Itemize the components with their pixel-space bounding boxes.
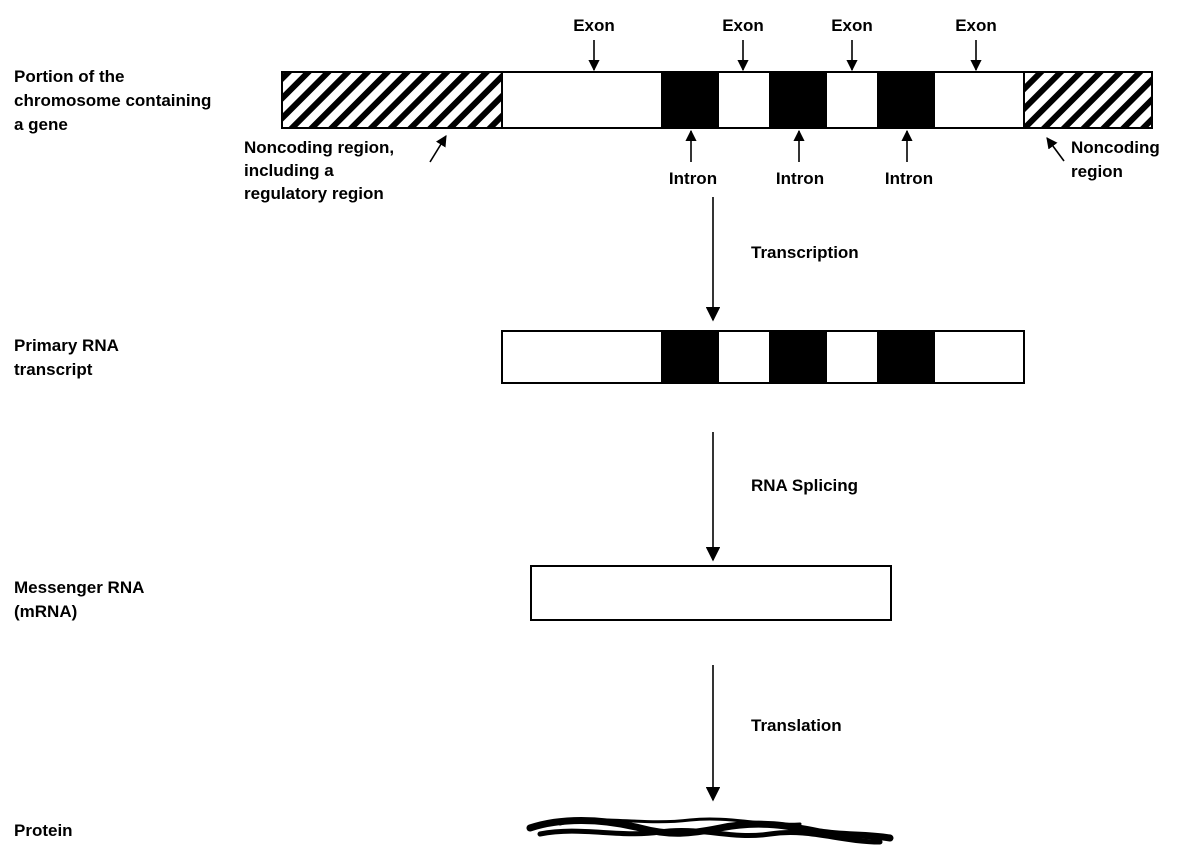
exon-label: Exon [573, 16, 615, 35]
noncoding-right-label-line: region [1071, 162, 1123, 181]
noncoding-left-label-line: including a [244, 161, 334, 180]
exon-segment [717, 330, 771, 384]
exon-segment [933, 71, 1025, 129]
intron-segment [661, 330, 719, 384]
intron-label: Intron [776, 169, 824, 188]
splicing-label: RNA Splicing [751, 476, 858, 495]
intron-segment [877, 71, 935, 129]
noncoding-region-left [281, 71, 503, 129]
chromosome-label-line: Portion of the [14, 67, 124, 86]
primary-rna-label-line: transcript [14, 360, 93, 379]
intron-segment [661, 71, 719, 129]
intron-segment [877, 330, 935, 384]
exon-segment [825, 71, 879, 129]
noncoding-right-pointer-arrow [1046, 137, 1065, 162]
exon-segment [717, 71, 771, 129]
protein-label: Protein [14, 821, 73, 840]
protein-strand-lower [537, 827, 883, 845]
exon-segment [501, 71, 663, 129]
chromosome-label-line: a gene [14, 115, 68, 134]
protein-strand [526, 817, 894, 845]
noncoding-left-label-line: regulatory region [244, 184, 384, 203]
mrna-label-line: Messenger RNA [14, 578, 144, 597]
primary-rna-label: Primary RNA transcript [14, 336, 123, 379]
noncoding-left-label-line: Noncoding region, [244, 138, 394, 157]
mrna-bar [530, 565, 892, 621]
noncoding-right-label-line: Noncoding [1071, 138, 1160, 157]
protein-strand-upper [558, 817, 802, 826]
transcription-label: Transcription [751, 243, 859, 262]
primary-rna-bar [501, 330, 1025, 384]
exon-label: Exon [955, 16, 997, 35]
chromosome-label: Portion of the chromosome containing a g… [14, 67, 216, 134]
noncoding-right-label: Noncoding region [1071, 138, 1165, 181]
translation-label: Translation [751, 716, 842, 735]
mrna-label: Messenger RNA (mRNA) [14, 578, 148, 621]
chromosome-label-line: chromosome containing [14, 91, 211, 110]
exon-segment [501, 330, 663, 384]
intron-segment [769, 71, 827, 129]
noncoding-region-right [1023, 71, 1153, 129]
mrna-label-line: (mRNA) [14, 602, 77, 621]
gene-bar [281, 71, 1153, 129]
exon-label: Exon [831, 16, 873, 35]
noncoding-left-pointer-arrow [429, 135, 447, 163]
intron-segment [769, 330, 827, 384]
exon-segment [825, 330, 879, 384]
noncoding-left-label: Noncoding region, including a regulatory… [244, 138, 399, 203]
intron-label: Intron [885, 169, 933, 188]
intron-label: Intron [669, 169, 717, 188]
exon-segment [933, 330, 1025, 384]
exon-label: Exon [722, 16, 764, 35]
primary-rna-label-line: Primary RNA [14, 336, 119, 355]
